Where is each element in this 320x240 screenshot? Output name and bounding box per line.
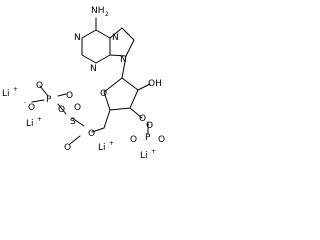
hydroxyl-label: OH (148, 79, 162, 89)
phosphorus-right: P (145, 133, 151, 143)
o-link-right: O (66, 91, 73, 101)
o-p-right-left: O (130, 135, 137, 145)
lithium-2: Li (26, 119, 34, 129)
minus-left: - (24, 99, 26, 106)
ring-n4: N (120, 55, 127, 65)
o-p-left-top: O (36, 81, 43, 91)
o-p-right-right: O (158, 135, 165, 145)
lithium-1-charge: + (13, 86, 18, 93)
lithium-4: Li (140, 151, 148, 161)
lithium-1: Li (2, 89, 10, 99)
ring-n1: N (112, 33, 119, 43)
o-s-top: O (74, 103, 81, 113)
lithium-3: Li (98, 143, 106, 153)
o-s-bottom: O (64, 143, 71, 153)
amine-subscript: 2 (105, 11, 109, 18)
ring-n2: N (74, 33, 81, 43)
lithium-2-charge: + (37, 116, 42, 123)
sulfur: S (70, 117, 76, 127)
bonds (31, 17, 151, 145)
oxygen-3prime: O (139, 114, 146, 124)
o-link-left: O (58, 105, 65, 115)
structure-diagram: NH 2 N N N N OH O O P O O O O S O O O O … (0, 0, 174, 169)
o-p-left-minus: O (28, 103, 35, 113)
phosphorus-left: P (46, 95, 52, 105)
atom-labels: NH 2 N N N N OH O O P O O O O S O O O O … (2, 6, 165, 161)
o-p-right-top: O (146, 121, 153, 131)
o-ch2: O (88, 129, 95, 139)
amine-label: NH (91, 6, 105, 16)
lithium-3-charge: + (109, 140, 114, 147)
molecule-svg: NH 2 N N N N OH O O P O O O O S O O O O … (2, 6, 165, 161)
ring-n3: N (90, 64, 97, 74)
lithium-4-charge: + (151, 148, 156, 155)
ring-oxygen: O (100, 89, 107, 99)
